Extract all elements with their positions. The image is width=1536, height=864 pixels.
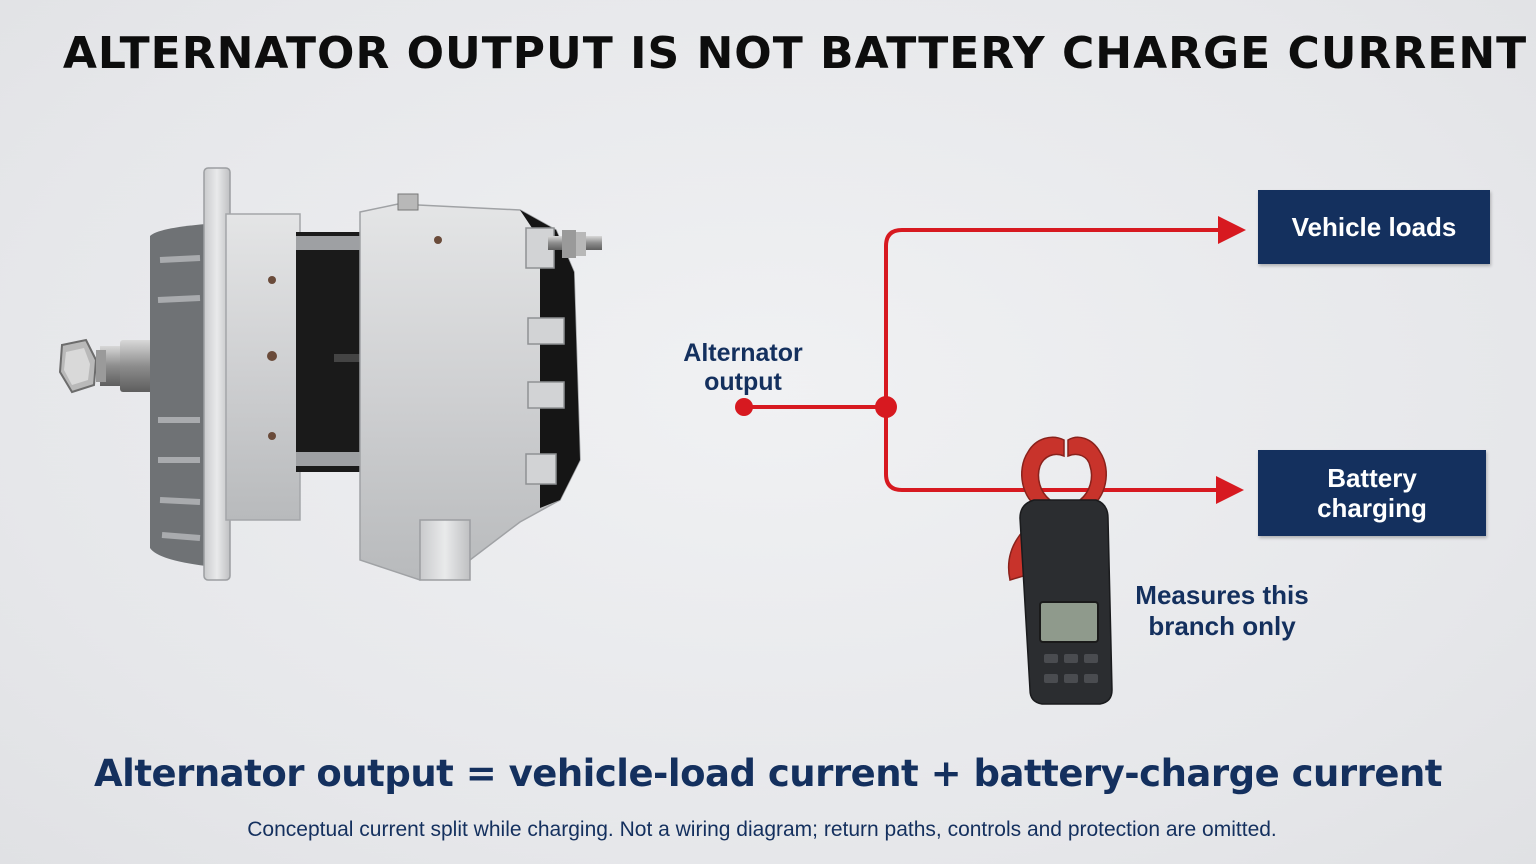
current-equation: Alternator output = vehicle-load current… <box>94 752 1443 795</box>
battery-charging-branch <box>884 407 1238 495</box>
alternator-output-label: Alternator output <box>683 339 803 396</box>
clamp-meter-icon <box>1007 436 1113 705</box>
clamp-measurement-note: Measures this branch only <box>1135 580 1309 641</box>
alternator-illustration <box>58 167 602 581</box>
stator-core <box>296 232 366 472</box>
shaft-nut <box>58 338 106 394</box>
front-fan-housing <box>150 224 206 566</box>
footnote: Conceptual current split while charging.… <box>247 818 1277 841</box>
split-node <box>875 396 897 418</box>
vehicle-loads-label: Vehicle loads <box>1291 212 1457 242</box>
output-terminal-stud <box>548 230 602 258</box>
current-paths <box>735 216 1246 504</box>
vehicle-loads-branch <box>884 225 1240 407</box>
page-title: ALTERNATOR OUTPUT IS NOT BATTERY CHARGE … <box>62 28 1528 79</box>
battery-charging-arrowhead <box>1216 476 1244 504</box>
battery-charging-box: Battery charging <box>1258 450 1486 536</box>
vehicle-loads-arrowhead <box>1218 216 1246 244</box>
source-node <box>735 398 753 416</box>
battery-charging-label: Battery charging <box>1317 463 1427 523</box>
vehicle-loads-box: Vehicle loads <box>1258 190 1490 264</box>
